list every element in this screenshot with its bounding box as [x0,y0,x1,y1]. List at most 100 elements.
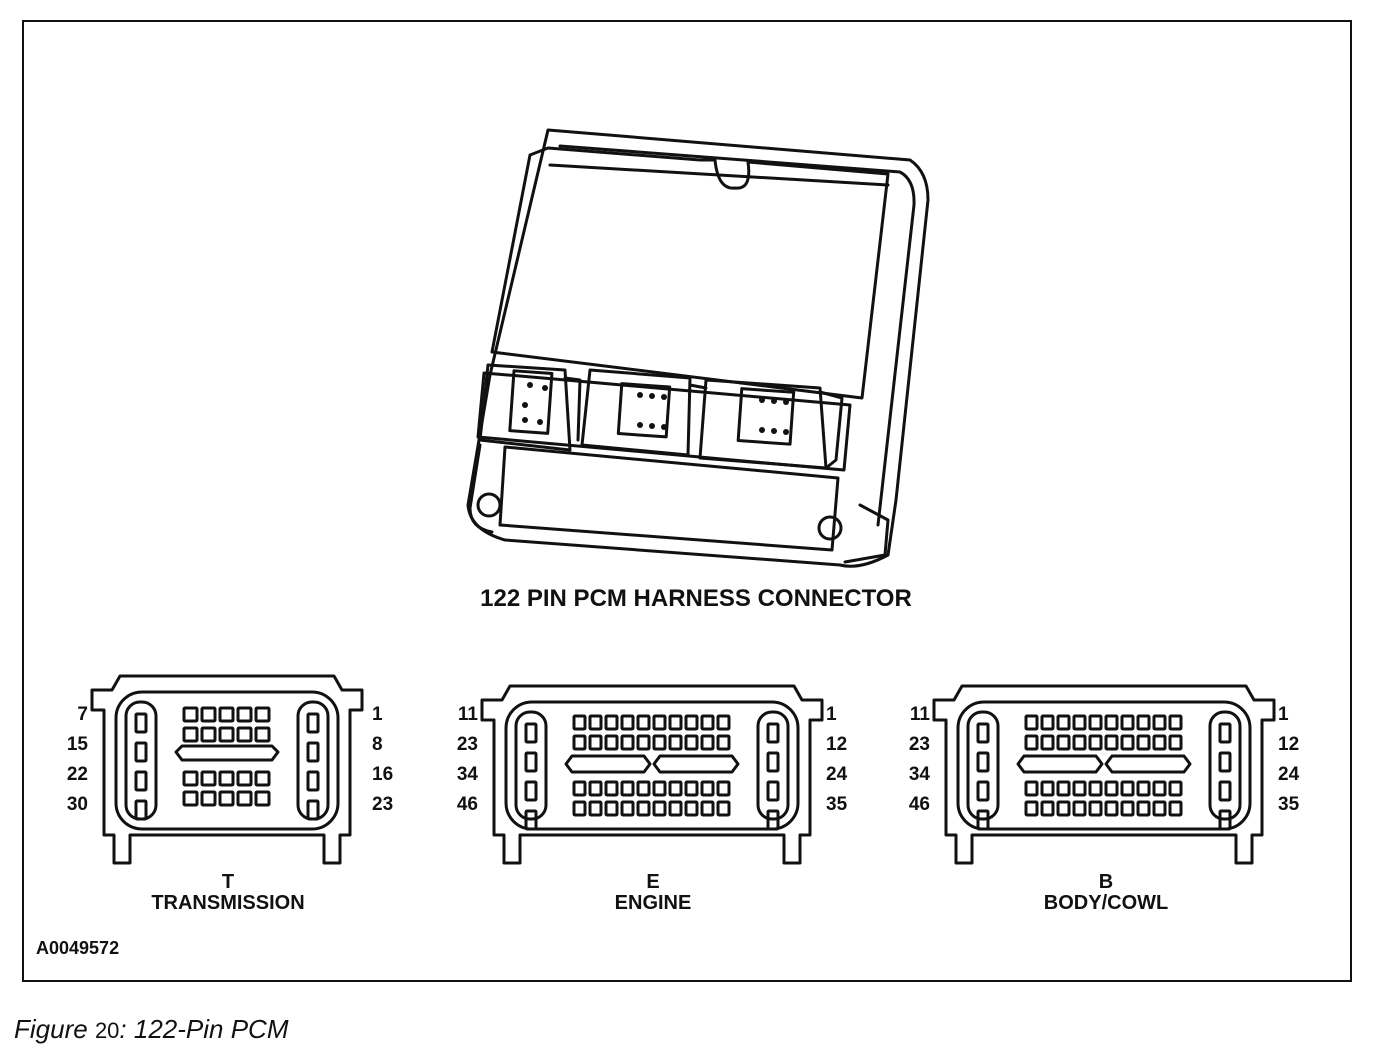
connector-t-left-pin-slot [134,741,148,763]
connector-e-pin-slot [572,734,587,751]
e-left-pin-4: 46 [456,794,478,815]
t-right-pin-3: 16 [372,764,394,785]
t-left-pin-1: 7 [77,704,88,725]
connector-b-pin-slot [1088,780,1103,797]
connector-e-pin-slot [588,714,603,731]
connector-e-right-pin-slot [766,780,780,802]
connector-t-pin-slot [254,706,271,723]
b-left-pin-2: 23 [908,734,930,755]
connector-t-pin-slot [200,706,217,723]
connector-t-letter: T [221,871,235,893]
connector-t-pin-slot [182,726,199,743]
connector-t-pin-slot [254,726,271,743]
caption-text: : 122-Pin PCM [119,1014,289,1044]
connector-e-pin-slot [668,734,683,751]
connector-b-left-pin-slot [976,722,990,744]
connector-b-right-pin-slot [1218,751,1232,773]
connector-b-pin-slot [1072,714,1087,731]
connector-e-left-pin-slot [524,780,538,802]
connector-e-pin-slot [572,714,587,731]
connector-e-pin-slot [588,734,603,751]
connector-b-pin-slot [1040,714,1055,731]
connector-b-left-pin-slot [976,809,990,831]
e-right-pin-3: 24 [826,764,848,785]
connector-e-pin-slot [652,714,667,731]
connector-e-pin-slot [636,714,651,731]
e-right-pin-2: 12 [826,734,848,755]
connector-e-face [504,700,800,831]
connector-t-pin-slot [254,770,271,787]
e-left-pin-2: 23 [456,734,478,755]
connector-e-right-column [756,710,790,821]
pcm-module-illustration [466,128,930,568]
t-right-pin-1: 1 [372,704,383,725]
connector-t-right-pin-slot [306,712,320,734]
connector-b-name: BODY/COWL [1043,892,1169,914]
connector-b-pin-slot [1120,714,1135,731]
connector-e-pin-slot [652,734,667,751]
connector-b-pin-slot [1088,800,1103,817]
connector-b-pin-slot [1120,780,1135,797]
t-right-pin-2: 8 [372,734,383,755]
connector-b-right-pin-slot [1218,780,1232,802]
connector-b-pin-slot [1104,780,1119,797]
connector-b-pin-slot [1168,714,1183,731]
connector-b-left-pin-slot [976,751,990,773]
connector-e-pin-slot [684,780,699,797]
connector-t-right-pin-slot [306,799,320,821]
connector-t-pin-slot [218,770,235,787]
connector-e-pin-slot [604,714,619,731]
connector-e-pin-slot [716,714,731,731]
connector-e-latch-left [564,754,652,774]
connector-b-pin-slot [1024,734,1039,751]
e-right-pin-1: 1 [826,704,837,725]
connector-t-left-pin-slot [134,712,148,734]
connector-t-pin-slot [200,726,217,743]
connector-b-pin-slot [1104,734,1119,751]
t-right-pin-4: 23 [372,794,394,815]
connector-b-pin-slot [1056,714,1071,731]
connector-e-pin-slot [700,780,715,797]
connector-t-pin-slot [182,706,199,723]
connector-t-body [90,674,364,865]
connector-b-pin-slot [1104,714,1119,731]
connector-b-pin-slot [1136,714,1151,731]
connector-b-pin-slot [1056,734,1071,751]
connector-b-pin-slot [1120,800,1135,817]
connector-b-latch-right [1104,754,1192,774]
t-left-pin-2: 15 [66,734,88,755]
connector-b-right-pin-slot [1218,809,1232,831]
connector-t-pin-slot [200,790,217,807]
connector-t-pin-slot [236,726,253,743]
connector-e-pin-slot [572,800,587,817]
connector-e-pin-slot [604,780,619,797]
b-left-pin-3: 34 [908,764,930,785]
connector-e-pin-slot [716,800,731,817]
connector-b-pin-slot [1056,780,1071,797]
connector-b-body [932,684,1276,865]
connector-e-pin-slot [700,800,715,817]
connector-e-left-pin-slot [524,722,538,744]
b-right-pin-2: 12 [1278,734,1300,755]
connector-e-pin-slot [700,734,715,751]
connector-b-pin-slot [1152,800,1167,817]
connector-b-pin-slot [1072,780,1087,797]
connector-b-pin-slot [1120,734,1135,751]
connector-e-pin-slot [604,800,619,817]
connector-b-pin-slot [1040,800,1055,817]
connector-e-left-column [514,710,548,821]
connector-e-pin-slot [700,714,715,731]
connector-t-pin-slot [218,726,235,743]
connector-b-pin-slot [1024,714,1039,731]
caption-prefix: Figure [14,1014,88,1044]
connector-t-latch [174,744,280,762]
connector-b-letter: B [1098,871,1114,893]
connector-e-pin-slot [620,800,635,817]
connector-e-pin-slot [652,800,667,817]
connector-e-pin-slot [636,800,651,817]
e-right-pin-4: 35 [826,794,848,815]
connector-e-pin-slot [684,734,699,751]
connector-e-pin-slot [636,780,651,797]
connector-b-pin-slot [1040,780,1055,797]
connector-e-pin-slot [668,714,683,731]
